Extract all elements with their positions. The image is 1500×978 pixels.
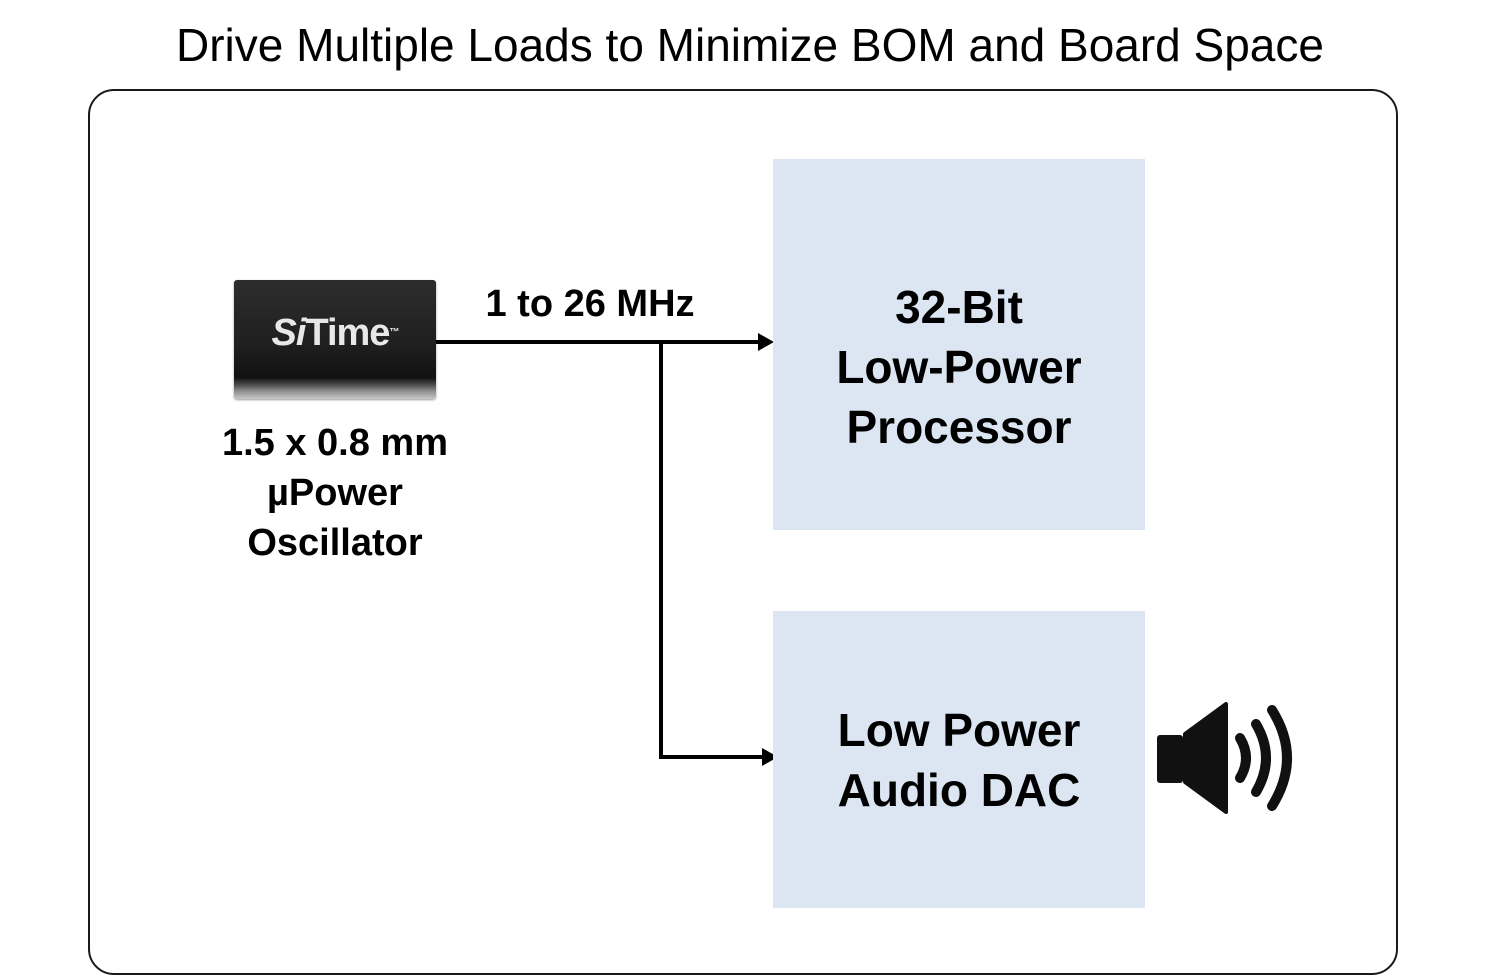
diagram-frame (88, 89, 1398, 975)
processor-label-line-2: Low-Power (836, 341, 1082, 393)
sitime-logo: SiTime™ (271, 312, 400, 354)
processor-label-line-1: 32-Bit (895, 281, 1023, 333)
speaker-icon (1157, 702, 1292, 814)
audio-dac-block: Low Power Audio DAC (773, 611, 1145, 908)
oscillator-chip-icon: SiTime™ (234, 280, 436, 399)
diagram-title: Drive Multiple Loads to Minimize BOM and… (176, 19, 1324, 71)
dac-label-line-1: Low Power (837, 703, 1081, 756)
oscillator-label: 1.5 x 0.8 mm µPower Oscillator (185, 418, 485, 568)
frequency-label: 1 to 26 MHz (485, 283, 695, 325)
processor-label-line-3: Processor (846, 401, 1072, 453)
oscillator-label-size: 1.5 x 0.8 mm (221, 422, 449, 464)
dac-label-line-2: Audio DAC (837, 763, 1081, 816)
oscillator-label-name: Oscillator (247, 522, 423, 564)
oscillator-label-type: µPower (267, 472, 403, 514)
processor-block: 32-Bit Low-Power Processor (773, 159, 1145, 530)
